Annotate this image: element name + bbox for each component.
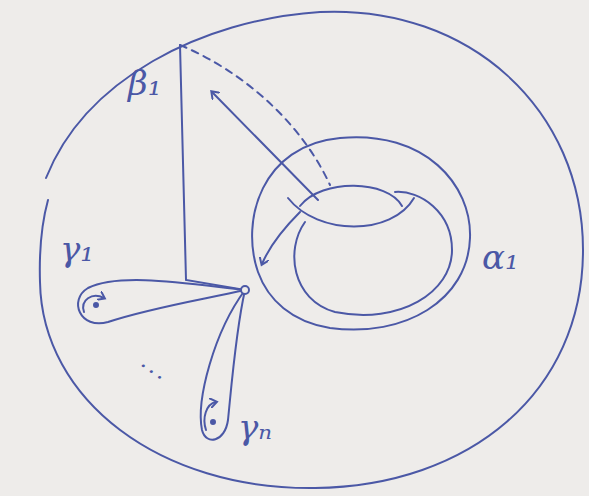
ellipsis-label: ...: [137, 350, 174, 385]
gamma-loop: [78, 280, 245, 323]
loop-label: γₙ: [238, 410, 272, 444]
puncture: [94, 303, 98, 307]
beta-loop-hidden: [180, 45, 330, 185]
alpha-loop: [294, 192, 452, 315]
beta-loop: [180, 45, 245, 290]
beta-arrow: [262, 212, 300, 264]
loop-label: β₁: [128, 66, 161, 100]
puncture: [211, 420, 215, 424]
surface-outline: [40, 12, 583, 488]
loop-arrow: [83, 296, 104, 312]
loop-arrow: [204, 402, 216, 430]
loop-label: γ₁: [60, 232, 94, 266]
beta-arrow: [212, 92, 318, 200]
loop-label: α₁: [482, 240, 519, 274]
handle-hole: [288, 198, 414, 227]
base-point: [241, 286, 249, 294]
